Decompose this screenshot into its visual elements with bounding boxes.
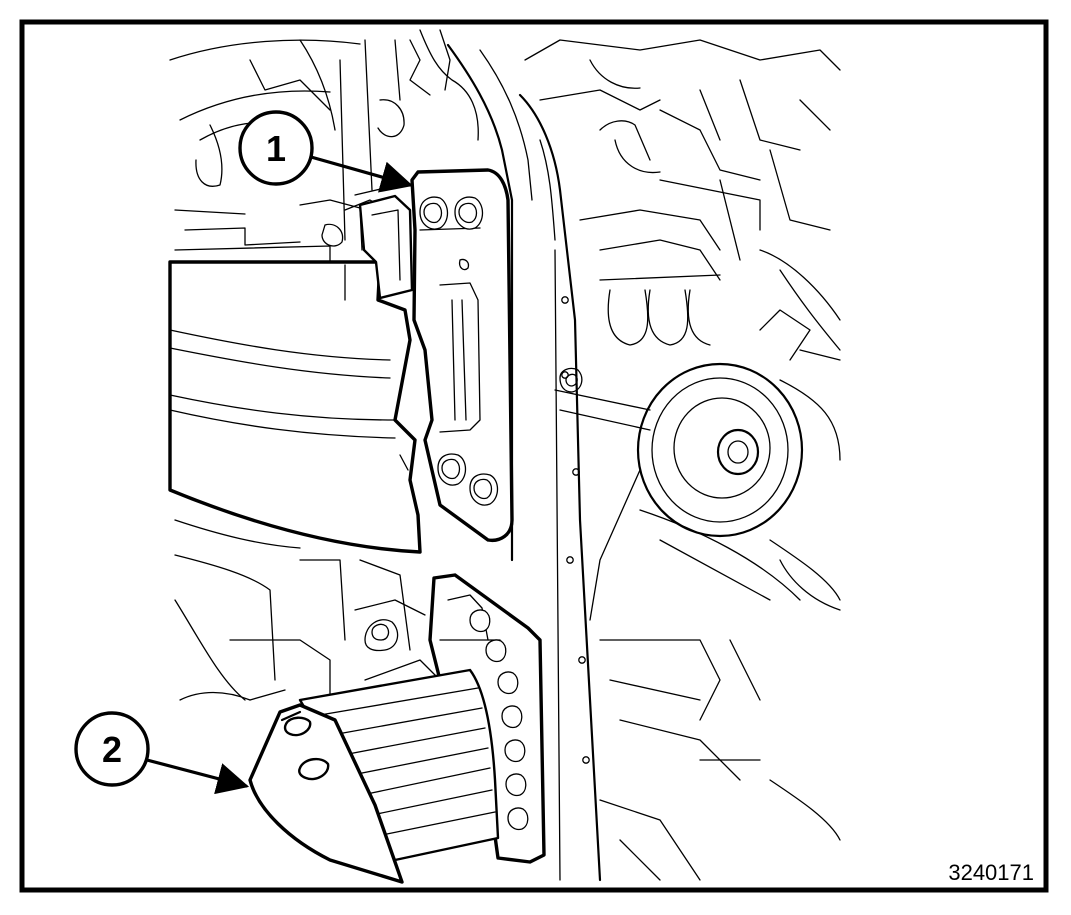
figure-number: 3240171 <box>948 860 1034 885</box>
callout-2: 2 <box>74 711 250 795</box>
background-engine-bay <box>169 29 479 721</box>
callout-1-label: 1 <box>266 128 286 169</box>
radiator-shroud <box>168 260 422 554</box>
callout-1: 1 <box>238 110 414 193</box>
frame-rail <box>446 43 602 882</box>
callout-1-arrow <box>309 155 414 193</box>
upper-mount-bracket <box>358 168 514 543</box>
callout-2-label: 2 <box>102 729 122 770</box>
background-engine-right <box>524 39 841 881</box>
callout-2-arrow <box>145 758 250 795</box>
line-art: 1 2 <box>74 29 841 884</box>
diagram-frame <box>19 19 1049 893</box>
lower-module-assembly <box>248 573 546 884</box>
